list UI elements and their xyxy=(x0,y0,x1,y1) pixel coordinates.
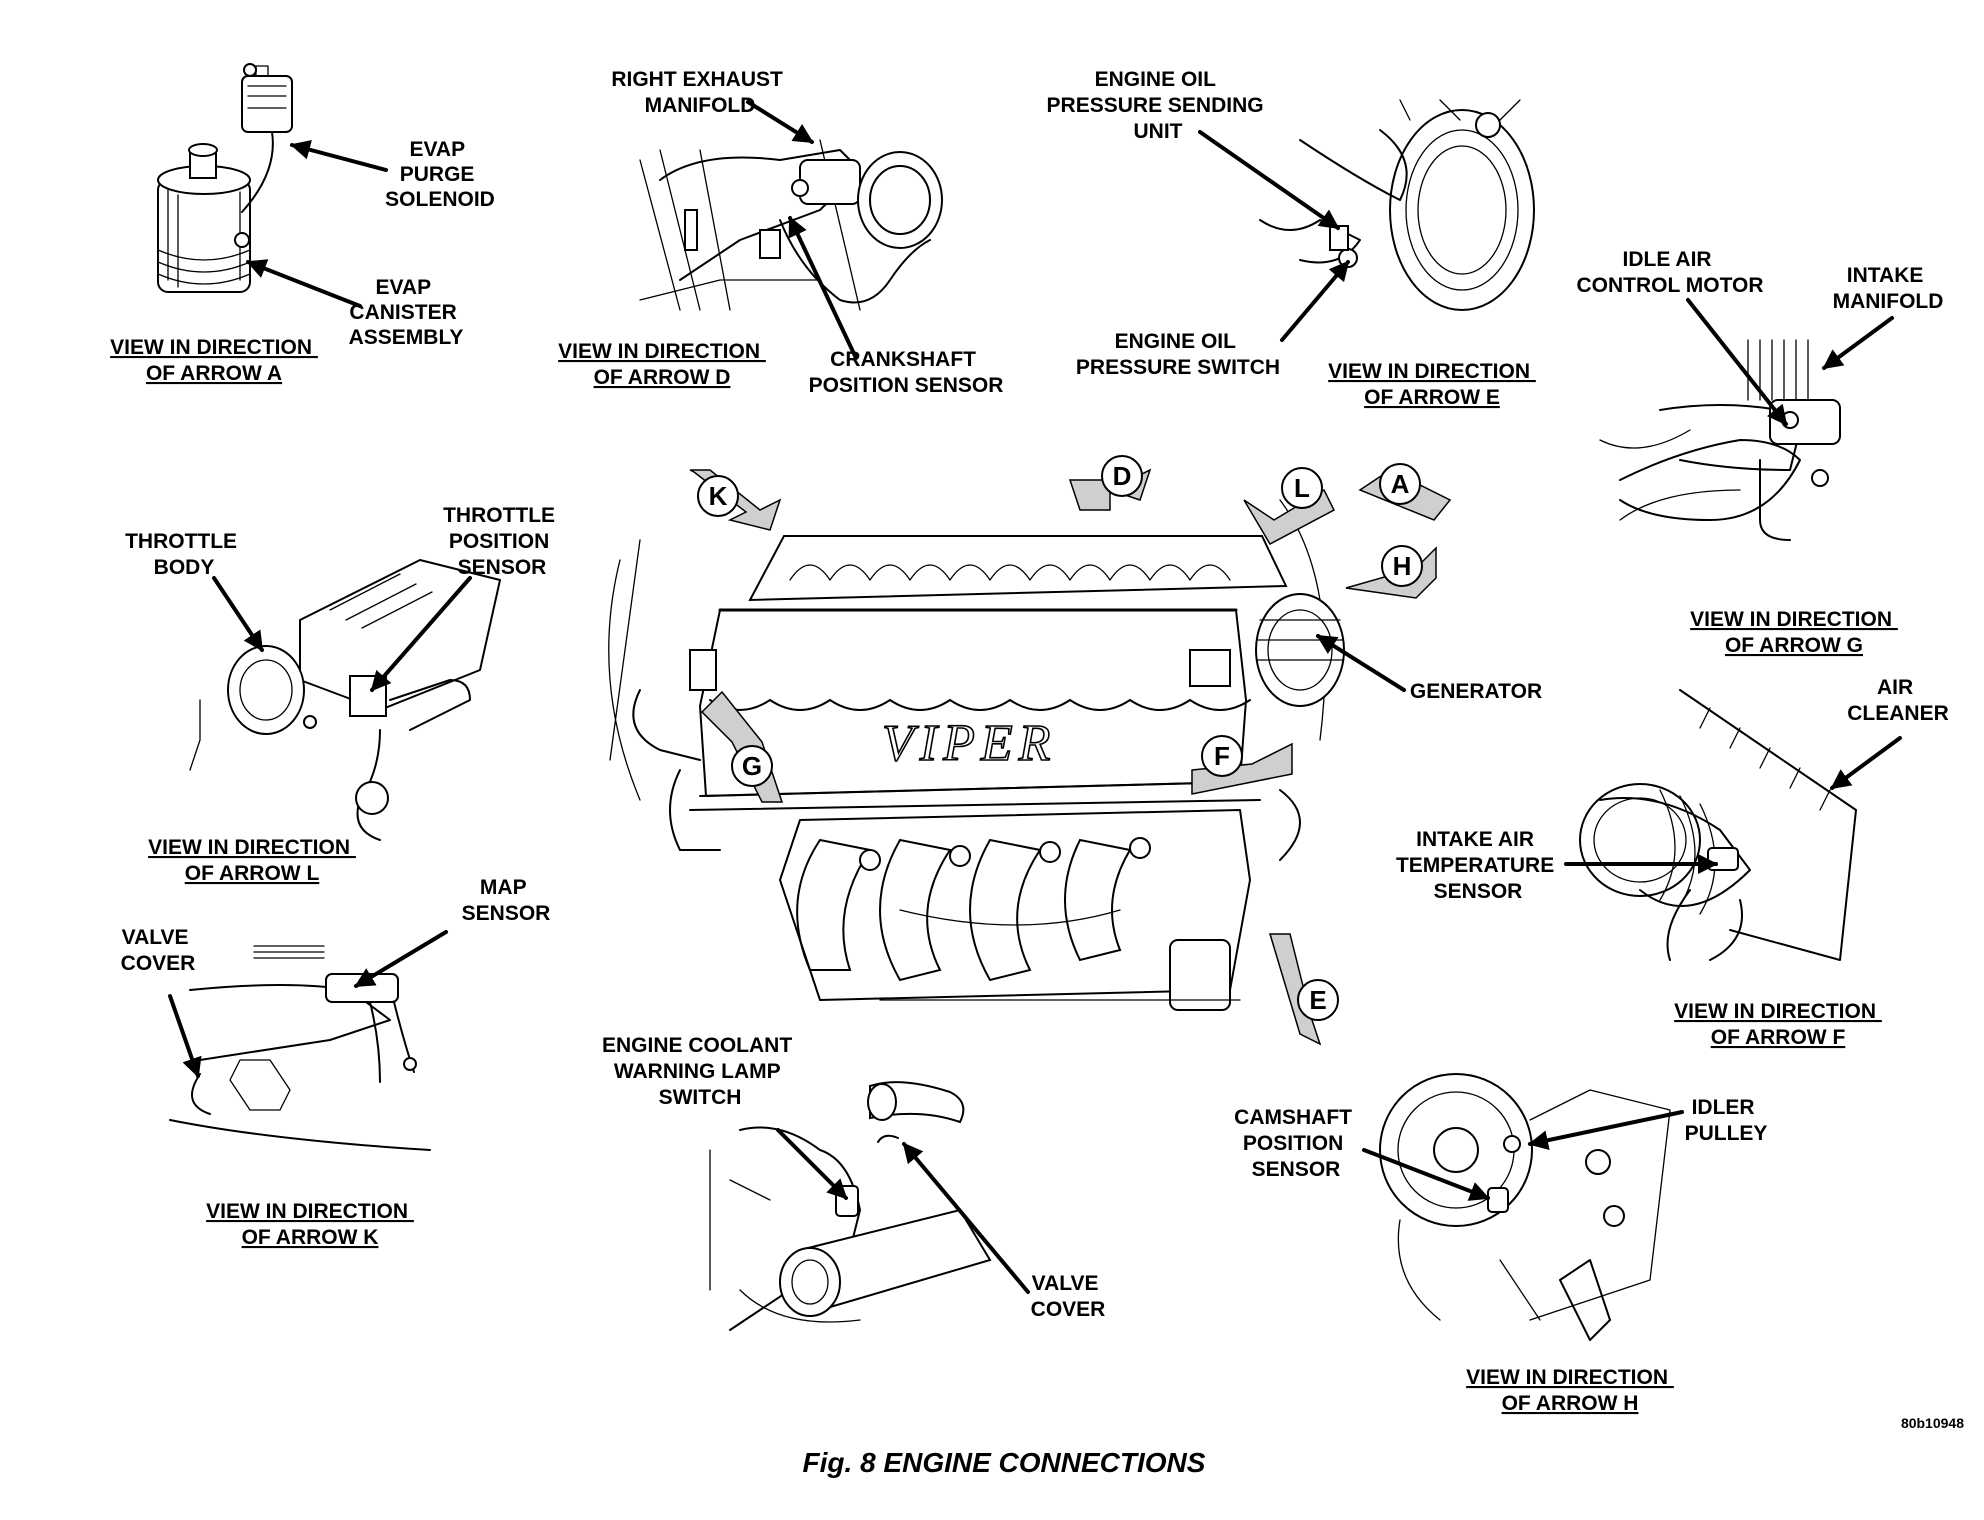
leader-evap-canister xyxy=(246,259,362,308)
svg-text:E: E xyxy=(1309,985,1326,1015)
view-g-caption: VIEW IN DIRECTION OF ARROW G xyxy=(1690,608,1898,657)
figure-caption: Fig. 8 ENGINE CONNECTIONS xyxy=(803,1447,1206,1478)
direction-arrow-a: A xyxy=(1358,463,1452,521)
label-intake-air-temperature-sensor: INTAKE AIR TEMPERATURE SENSOR xyxy=(1396,828,1560,903)
view-f-caption: VIEW IN DIRECTION OF ARROW F xyxy=(1674,1000,1882,1049)
view-d-illustration xyxy=(639,139,943,311)
view-e-illustration xyxy=(1259,99,1535,311)
svg-text:D: D xyxy=(1113,461,1132,491)
label-valve-cover-coolant: VALVE COVER xyxy=(1031,1272,1106,1321)
leader-oil-pressure-switch xyxy=(1280,260,1350,342)
view-d-caption: VIEW IN DIRECTION OF ARROW D xyxy=(558,340,766,389)
view-a-illustration xyxy=(157,63,293,293)
label-camshaft-position-sensor: CAMSHAFT POSITION SENSOR xyxy=(1234,1106,1358,1181)
figure-code: 80b10948 xyxy=(1901,1415,1964,1431)
view-h-caption: VIEW IN DIRECTION OF ARROW H xyxy=(1466,1366,1674,1415)
label-map-sensor: MAP SENSOR xyxy=(462,876,551,925)
label-throttle-position-sensor: THROTTLE POSITION SENSOR xyxy=(443,504,561,579)
svg-text:A: A xyxy=(1391,469,1410,499)
leader-valve-cover-k xyxy=(168,994,202,1078)
direction-arrow-g: G xyxy=(700,690,784,803)
view-f-illustration xyxy=(1579,689,1857,961)
view-a-caption: VIEW IN DIRECTION OF ARROW A xyxy=(110,336,318,385)
leader-right-exhaust xyxy=(746,100,814,144)
coolant-view-illustration xyxy=(709,1081,992,1331)
view-l-caption: VIEW IN DIRECTION OF ARROW L xyxy=(148,836,356,885)
label-engine-oil-pressure-sending-unit: ENGINE OIL PRESSURE SENDING UNIT xyxy=(1047,68,1270,143)
view-l-illustration xyxy=(189,559,501,841)
leader-idler-pulley xyxy=(1528,1110,1684,1151)
label-intake-manifold: INTAKE MANIFOLD xyxy=(1833,264,1944,313)
view-k-caption: VIEW IN DIRECTION OF ARROW K xyxy=(206,1200,414,1249)
direction-arrow-d: D xyxy=(1068,455,1152,511)
leader-throttle-body xyxy=(212,576,264,652)
label-right-exhaust-manifold: RIGHT EXHAUST MANIFOLD xyxy=(611,68,788,117)
direction-arrow-e: E xyxy=(1268,933,1339,1046)
svg-text:F: F xyxy=(1214,741,1230,771)
label-throttle-body: THROTTLE BODY xyxy=(125,530,243,579)
label-evap-purge-solenoid: EVAP PURGE SOLENOID xyxy=(385,138,495,211)
leader-crankshaft xyxy=(788,216,858,360)
label-evap-canister-assembly: EVAP CANISTER ASSEMBLY xyxy=(349,276,464,349)
leader-camshaft xyxy=(1362,1148,1490,1201)
svg-text:H: H xyxy=(1393,551,1412,581)
viper-logo: VIPER xyxy=(882,715,1056,772)
leader-air-cleaner xyxy=(1830,736,1902,790)
leader-map-sensor xyxy=(354,930,448,988)
leader-valve-cover-coolant xyxy=(902,1142,1030,1294)
label-generator: GENERATOR xyxy=(1410,680,1542,703)
view-g-illustration xyxy=(1599,339,1841,541)
direction-arrow-l: L xyxy=(1243,467,1335,545)
view-k-illustration xyxy=(169,945,431,1151)
label-idler-pulley: IDLER PULLEY xyxy=(1685,1096,1768,1145)
leader-throttle-position xyxy=(370,576,472,692)
label-idle-air-control-motor: IDLE AIR CONTROL MOTOR xyxy=(1576,248,1763,297)
direction-arrow-k: K xyxy=(689,469,782,531)
label-engine-coolant-warning-lamp-switch: ENGINE COOLANT WARNING LAMP SWITCH xyxy=(602,1034,798,1109)
svg-text:G: G xyxy=(742,751,762,781)
view-e-caption: VIEW IN DIRECTION OF ARROW E xyxy=(1328,360,1536,409)
label-engine-oil-pressure-switch: ENGINE OIL PRESSURE SWITCH xyxy=(1076,330,1280,379)
leader-coolant-switch xyxy=(776,1128,848,1200)
leader-idle-air-control xyxy=(1686,298,1788,426)
svg-text:K: K xyxy=(709,481,728,511)
view-h-illustration xyxy=(1379,1073,1671,1341)
leader-intake-manifold xyxy=(1822,316,1894,370)
leader-generator xyxy=(1316,634,1406,692)
direction-arrow-h: H xyxy=(1345,545,1437,599)
main-engine-illustration: VIPER xyxy=(608,499,1345,1011)
label-crankshaft-position-sensor: CRANKSHAFT POSITION SENSOR xyxy=(809,348,1004,397)
direction-arrow-f: F xyxy=(1191,735,1293,795)
svg-text:L: L xyxy=(1294,473,1310,503)
leader-evap-purge xyxy=(290,139,388,172)
label-valve-cover-k: VALVE COVER xyxy=(121,926,196,975)
label-air-cleaner: AIR CLEANER xyxy=(1847,676,1949,725)
leader-oil-sending-unit xyxy=(1198,130,1340,230)
